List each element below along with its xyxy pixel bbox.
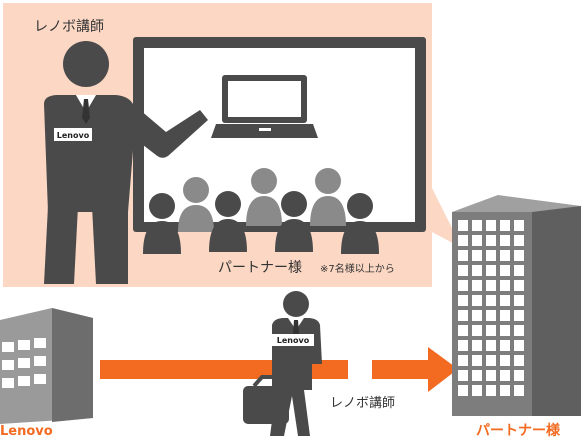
building-window <box>472 310 482 321</box>
building-window <box>500 220 510 231</box>
building-window <box>486 355 496 366</box>
partner-office-building <box>452 195 581 416</box>
partner-class-label: パートナー様 <box>218 260 302 276</box>
building-window <box>500 370 510 381</box>
building-window <box>500 265 510 276</box>
laptop-icon <box>211 75 318 138</box>
building-window <box>458 310 468 321</box>
building-window <box>486 265 496 276</box>
building-window <box>514 370 524 381</box>
building-window <box>500 235 510 246</box>
building-window <box>514 310 524 321</box>
building-window <box>472 325 482 336</box>
building-window <box>472 370 482 381</box>
building-window <box>500 310 510 321</box>
building-window <box>458 385 468 396</box>
building-window <box>500 295 510 306</box>
building-window <box>500 385 510 396</box>
building-window <box>472 280 482 291</box>
instructor-label-bottom: レノボ講師 <box>330 396 396 411</box>
building-window <box>458 235 468 246</box>
instructor-label-top: レノボ講師 <box>34 19 104 35</box>
building-window <box>514 235 524 246</box>
building-window <box>486 370 496 381</box>
building-window <box>472 265 482 276</box>
building-window <box>486 325 496 336</box>
building-window <box>514 325 524 336</box>
building-window <box>472 250 482 261</box>
building-window <box>514 295 524 306</box>
building-window <box>500 355 510 366</box>
building-window <box>458 295 468 306</box>
building-window <box>514 220 524 231</box>
building-window <box>472 340 482 351</box>
audience-icons <box>143 168 379 254</box>
building-window <box>514 250 524 261</box>
building-window <box>458 340 468 351</box>
partner-building-label: パートナー様 <box>476 423 560 439</box>
building-window <box>514 355 524 366</box>
building-window <box>472 295 482 306</box>
building-window <box>486 295 496 306</box>
building-window <box>458 265 468 276</box>
presenter-badge-text: Lenovo <box>57 131 90 140</box>
building-window <box>500 340 510 351</box>
building-window <box>486 235 496 246</box>
building-window <box>500 280 510 291</box>
minimum-attendees-note: ※7名様以上から <box>320 264 395 275</box>
building-window <box>486 250 496 261</box>
presenter-figure: Lenovo <box>44 41 208 284</box>
building-window <box>486 385 496 396</box>
building-window <box>458 220 468 231</box>
building-window <box>458 250 468 261</box>
building-window <box>472 220 482 231</box>
building-window <box>486 220 496 231</box>
building-window <box>500 325 510 336</box>
building-window <box>514 265 524 276</box>
building-window <box>458 370 468 381</box>
instructor-with-suitcase: Lenovo <box>243 291 322 436</box>
building-window <box>486 310 496 321</box>
lenovo-office-building <box>0 308 93 424</box>
lenovo-building-label: Lenovo <box>0 424 53 439</box>
walker-badge-text: Lenovo <box>277 336 310 345</box>
building-window <box>458 325 468 336</box>
building-window <box>486 340 496 351</box>
building-window <box>486 280 496 291</box>
building-window <box>500 250 510 261</box>
building-window <box>514 280 524 291</box>
building-window <box>458 280 468 291</box>
building-window <box>472 235 482 246</box>
building-window <box>472 355 482 366</box>
building-window <box>514 340 524 351</box>
building-window <box>472 385 482 396</box>
building-window <box>514 385 524 396</box>
building-window <box>458 355 468 366</box>
